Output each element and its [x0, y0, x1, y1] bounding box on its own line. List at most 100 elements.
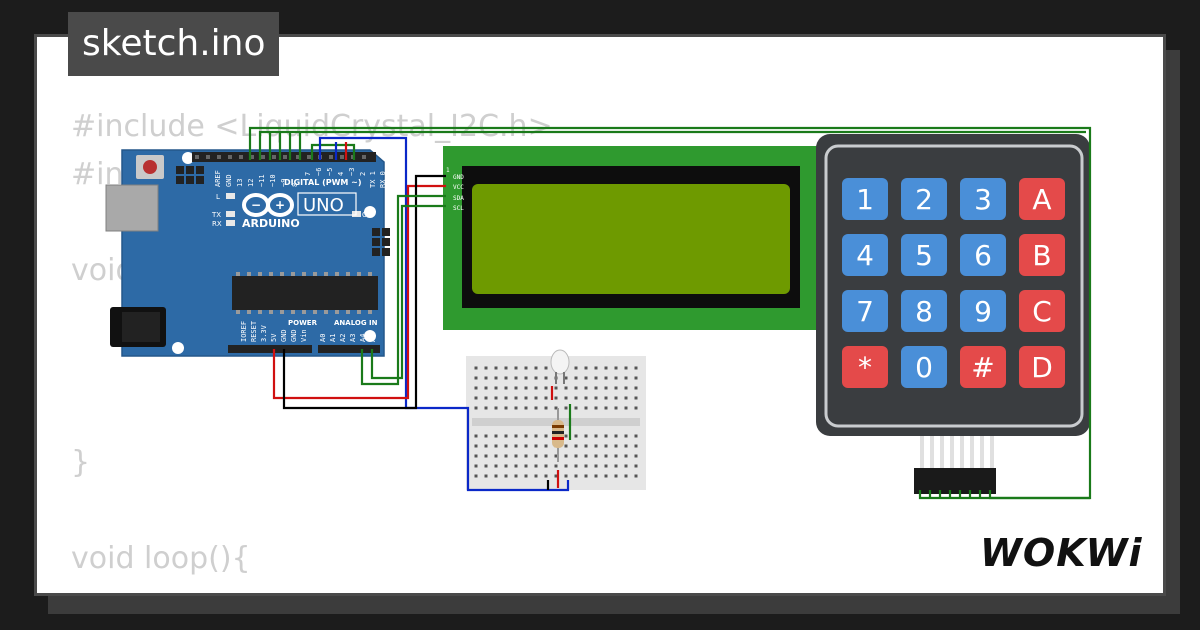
pin-label-3: ~3: [348, 168, 356, 176]
breadboard-hole: [634, 434, 638, 438]
lcd-display[interactable]: 1 GND VCC SDA SCL: [443, 146, 817, 330]
keypad-key-hash[interactable]: #: [960, 346, 1006, 388]
breadboard-hole: [484, 454, 488, 458]
resistor-component[interactable]: [552, 408, 564, 462]
led-component[interactable]: [550, 349, 570, 384]
keypad-key-b[interactable]: B: [1019, 234, 1065, 276]
breadboard-hole: [524, 396, 528, 400]
analog-label: ANALOG IN: [334, 319, 378, 327]
breadboard-hole: [604, 454, 608, 458]
breadboard-hole: [614, 396, 618, 400]
breadboard-hole: [614, 444, 618, 448]
breadboard-hole: [554, 386, 558, 390]
keypad-key-c[interactable]: C: [1019, 290, 1065, 332]
power-label: POWER: [288, 319, 318, 327]
keypad-key-label: #: [971, 351, 994, 384]
breadboard-hole: [614, 366, 618, 370]
keypad-key-1[interactable]: 1: [842, 178, 888, 220]
breadboard-hole: [594, 396, 598, 400]
pin-label-12: 12: [247, 179, 255, 187]
keypad-key-label: C: [1032, 295, 1052, 328]
breadboard-hole: [474, 434, 478, 438]
breadboard-hole: [624, 406, 628, 410]
breadboard-hole: [584, 396, 588, 400]
breadboard-hole: [594, 474, 598, 478]
breadboard-hole: [624, 376, 628, 380]
code-line-9: void loop(){: [71, 541, 251, 576]
keypad-key-4[interactable]: 4: [842, 234, 888, 276]
pin-label-5v: 5V: [270, 333, 278, 342]
keypad-key-d[interactable]: D: [1019, 346, 1065, 388]
pin-label-4: 4: [337, 172, 345, 176]
keypad-key-star[interactable]: *: [842, 346, 888, 388]
breadboard-hole: [544, 444, 548, 448]
led-rx-label: RX: [212, 220, 222, 228]
arduino-model: UNO: [303, 195, 344, 216]
breadboard-hole: [604, 396, 608, 400]
breadboard-hole: [474, 454, 478, 458]
breadboard-hole: [614, 376, 618, 380]
pin-label-reset: RESET: [250, 320, 258, 342]
breadboard-hole: [564, 444, 568, 448]
keypad-key-label: 3: [974, 183, 992, 216]
keypad-key-6[interactable]: 6: [960, 234, 1006, 276]
breadboard-hole: [524, 386, 528, 390]
breadboard-hole: [504, 474, 508, 478]
breadboard-hole: [544, 376, 548, 380]
pin-label-7: 7: [304, 172, 312, 176]
breadboard-hole: [514, 474, 518, 478]
keypad-key-0[interactable]: 0: [901, 346, 947, 388]
breadboard-hole: [594, 406, 598, 410]
pin-label-gnd-2: GND: [290, 329, 298, 342]
keypad-key-label: 1: [856, 183, 874, 216]
wires: [248, 126, 1092, 500]
breadboard-hole: [474, 396, 478, 400]
breadboard-hole: [584, 406, 588, 410]
breadboard-hole: [534, 434, 538, 438]
breadboard-hole: [514, 386, 518, 390]
breadboard-hole: [604, 444, 608, 448]
keypad-key-8[interactable]: 8: [901, 290, 947, 332]
keypad-key-9[interactable]: 9: [960, 290, 1006, 332]
breadboard-hole: [564, 386, 568, 390]
svg-text:+: +: [275, 198, 285, 212]
lcd-pin-one: 1: [446, 167, 450, 174]
breadboard-hole: [544, 454, 548, 458]
keypad-key-a[interactable]: A: [1019, 178, 1065, 220]
wokwi-logo: WOKWi: [978, 528, 1148, 578]
breadboard-hole: [634, 444, 638, 448]
breadboard-hole: [614, 406, 618, 410]
breadboard-hole: [544, 474, 548, 478]
keypad-key-2[interactable]: 2: [901, 178, 947, 220]
breadboard-hole: [524, 406, 528, 410]
breadboard-hole: [544, 366, 548, 370]
breadboard-hole: [604, 434, 608, 438]
breadboard-hole: [564, 454, 568, 458]
lcd-pin-vcc: VCC: [453, 184, 464, 191]
digital-label: DIGITAL (PWM ~): [284, 178, 362, 187]
breadboard-hole: [594, 434, 598, 438]
keypad-key-3[interactable]: 3: [960, 178, 1006, 220]
breadboard-hole: [564, 474, 568, 478]
breadboard-hole: [494, 434, 498, 438]
keypad-key-label: D: [1031, 351, 1053, 384]
breadboard-hole: [484, 366, 488, 370]
breadboard-hole: [524, 366, 528, 370]
breadboard-hole: [604, 406, 608, 410]
keypad-key-label: 8: [915, 295, 933, 328]
breadboard-hole: [474, 366, 478, 370]
keypad-key-7[interactable]: 7: [842, 290, 888, 332]
file-tab[interactable]: sketch.ino: [68, 12, 280, 76]
breadboard-hole: [574, 396, 578, 400]
arduino-uno-board[interactable]: AREF GND 13 12 ~11 ~10 ~9 8 7 ~6 ~5 4 ~3…: [105, 149, 390, 357]
breadboard-hole: [474, 474, 478, 478]
breadboard-hole: [524, 444, 528, 448]
breadboard-hole: [514, 406, 518, 410]
pin-label-aref: AREF: [214, 170, 222, 187]
breadboard-hole: [554, 474, 558, 478]
pin-label-gnd: GND: [225, 174, 233, 187]
led-tx-label: TX: [211, 211, 221, 219]
breadboard-hole: [554, 464, 558, 468]
keypad-key-5[interactable]: 5: [901, 234, 947, 276]
